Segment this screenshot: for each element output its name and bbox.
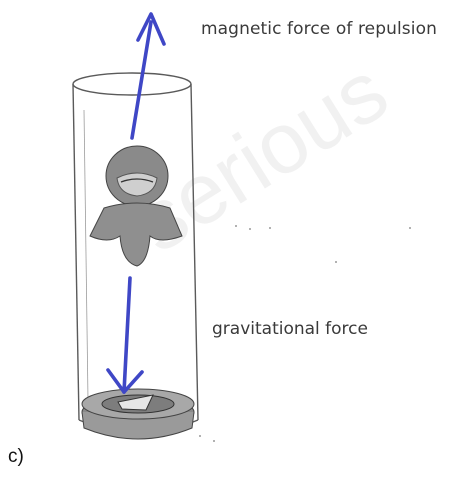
label-magnetic-repulsion: magnetic force of repulsion [201, 19, 437, 39]
gravity-arrow [108, 278, 142, 392]
repulsion-arrow [132, 14, 164, 138]
base-magnet [82, 389, 194, 439]
part-label: c) [8, 446, 24, 468]
label-gravitational-force: gravitational force [212, 319, 368, 339]
